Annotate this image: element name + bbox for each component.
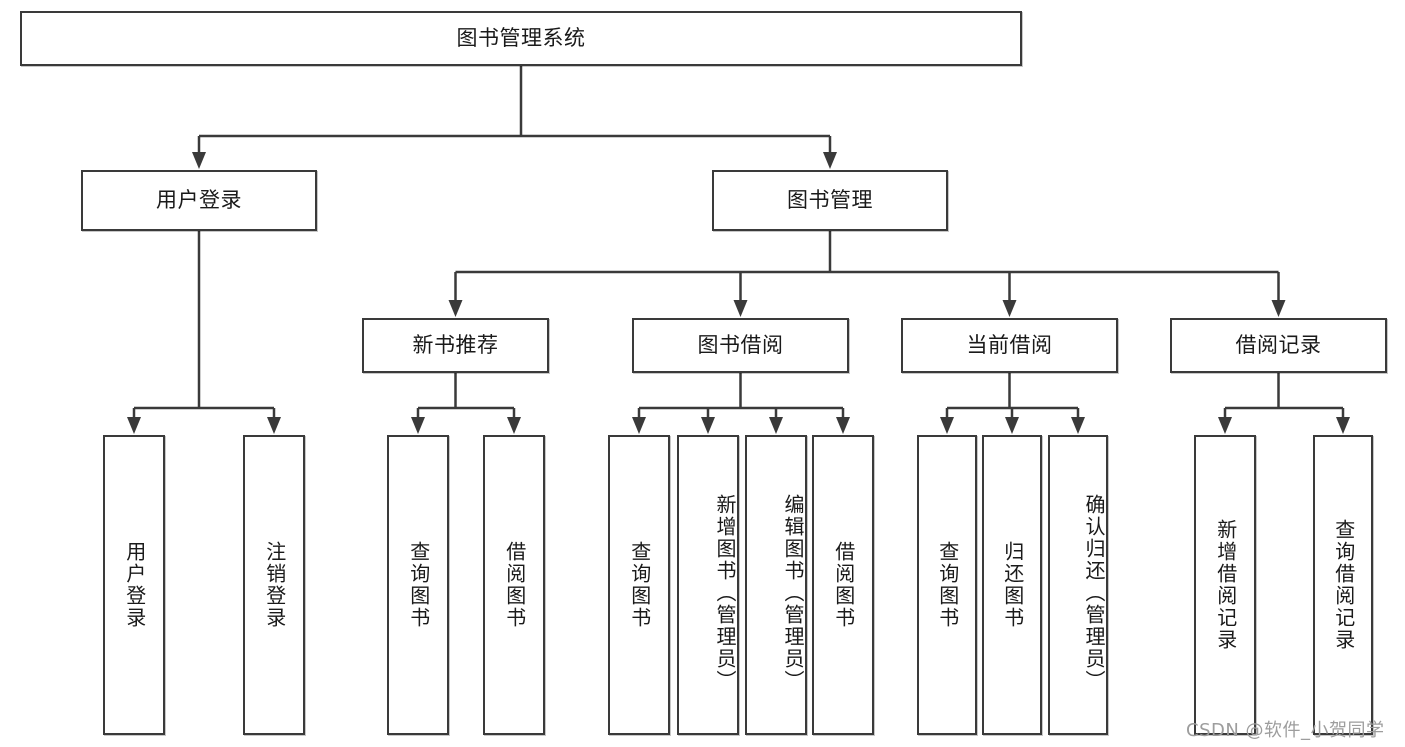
node-label: 借阅图书	[502, 541, 527, 629]
node-label: 查询借阅记录	[1331, 519, 1356, 651]
node-label: 确认归还（管理员）	[1082, 494, 1106, 692]
arrowhead-l3-borrow	[733, 300, 748, 317]
node-l3-record[interactable]: 借阅记录	[1170, 318, 1387, 373]
arrowhead-leaf-new-borrow	[507, 417, 521, 434]
node-label: 新增图书（管理员）	[713, 494, 737, 692]
arrowhead-leaf-b-edit	[769, 417, 783, 434]
node-leaf-b-borrow[interactable]: 借阅图书	[812, 435, 874, 735]
node-leaf-r-add[interactable]: 新增借阅记录	[1194, 435, 1256, 735]
node-leaf-c-query[interactable]: 查询图书	[917, 435, 977, 735]
node-leaf-c-confirm[interactable]: 确认归还（管理员）	[1048, 435, 1108, 735]
node-leaf-new-query[interactable]: 查询图书	[387, 435, 449, 735]
node-leaf-r-query[interactable]: 查询借阅记录	[1313, 435, 1373, 735]
node-label: 编辑图书（管理员）	[781, 494, 805, 692]
arrowhead-leaf-user-login	[127, 417, 141, 434]
arrowhead-leaf-b-borrow	[836, 417, 850, 434]
node-label: 用户登录	[122, 541, 147, 629]
arrowhead-l2-book	[823, 152, 837, 169]
arrowhead-leaf-c-confirm	[1071, 417, 1085, 434]
node-leaf-user-login[interactable]: 用户登录	[103, 435, 165, 735]
arrowhead-leaf-new-query	[411, 417, 425, 434]
arrowhead-leaf-r-add	[1218, 417, 1232, 434]
edge-group-l3-newbook	[416, 373, 516, 425]
node-leaf-user-logout[interactable]: 注销登录	[243, 435, 305, 735]
edge-group-l3-record	[1223, 373, 1345, 425]
node-leaf-b-add[interactable]: 新增图书（管理员）	[677, 435, 739, 735]
node-label: 新书推荐	[412, 332, 499, 357]
edge-group-l3-current	[945, 373, 1080, 425]
node-label: 用户登录	[156, 187, 242, 212]
node-label: 借阅记录	[1235, 332, 1322, 357]
arrowhead-leaf-c-query	[940, 417, 954, 434]
node-l3-current[interactable]: 当前借阅	[901, 318, 1118, 373]
node-label: 图书借阅	[697, 332, 784, 357]
node-root[interactable]: 图书管理系统	[20, 11, 1022, 66]
node-leaf-new-borrow[interactable]: 借阅图书	[483, 435, 545, 735]
arrowhead-l3-current	[1002, 300, 1017, 317]
edge-group-l3-borrow	[637, 373, 845, 425]
node-label: 借阅图书	[831, 541, 856, 629]
node-l2-book[interactable]: 图书管理	[712, 170, 948, 231]
node-label: 归还图书	[1000, 541, 1025, 629]
node-label: 图书管理	[787, 187, 873, 212]
arrowhead-leaf-r-query	[1336, 417, 1350, 434]
node-leaf-b-edit[interactable]: 编辑图书（管理员）	[745, 435, 807, 735]
node-label: 当前借阅	[966, 332, 1053, 357]
arrowhead-leaf-user-logout	[267, 417, 281, 434]
arrowhead-leaf-b-add	[701, 417, 715, 434]
edge-group-l2-book	[454, 231, 1280, 308]
arrowhead-leaf-b-query	[632, 417, 646, 434]
arrowhead-l3-newbook	[448, 300, 463, 317]
node-label: 新增借阅记录	[1213, 519, 1238, 651]
node-l3-borrow[interactable]: 图书借阅	[632, 318, 849, 373]
node-label: 查询图书	[627, 541, 652, 629]
edge-group-root	[197, 66, 832, 160]
node-leaf-c-return[interactable]: 归还图书	[982, 435, 1042, 735]
arrowhead-l2-user	[192, 152, 206, 169]
node-label: 注销登录	[262, 541, 287, 629]
arrowhead-l3-record	[1271, 300, 1286, 317]
arrowhead-leaf-c-return	[1005, 417, 1019, 434]
node-l2-user[interactable]: 用户登录	[81, 170, 317, 231]
edge-group-l2-user	[132, 231, 276, 425]
node-label: 查询图书	[406, 541, 431, 629]
node-label: 图书管理系统	[456, 25, 586, 50]
node-label: 查询图书	[935, 541, 960, 629]
node-leaf-b-query[interactable]: 查询图书	[608, 435, 670, 735]
node-l3-newbook[interactable]: 新书推荐	[362, 318, 549, 373]
